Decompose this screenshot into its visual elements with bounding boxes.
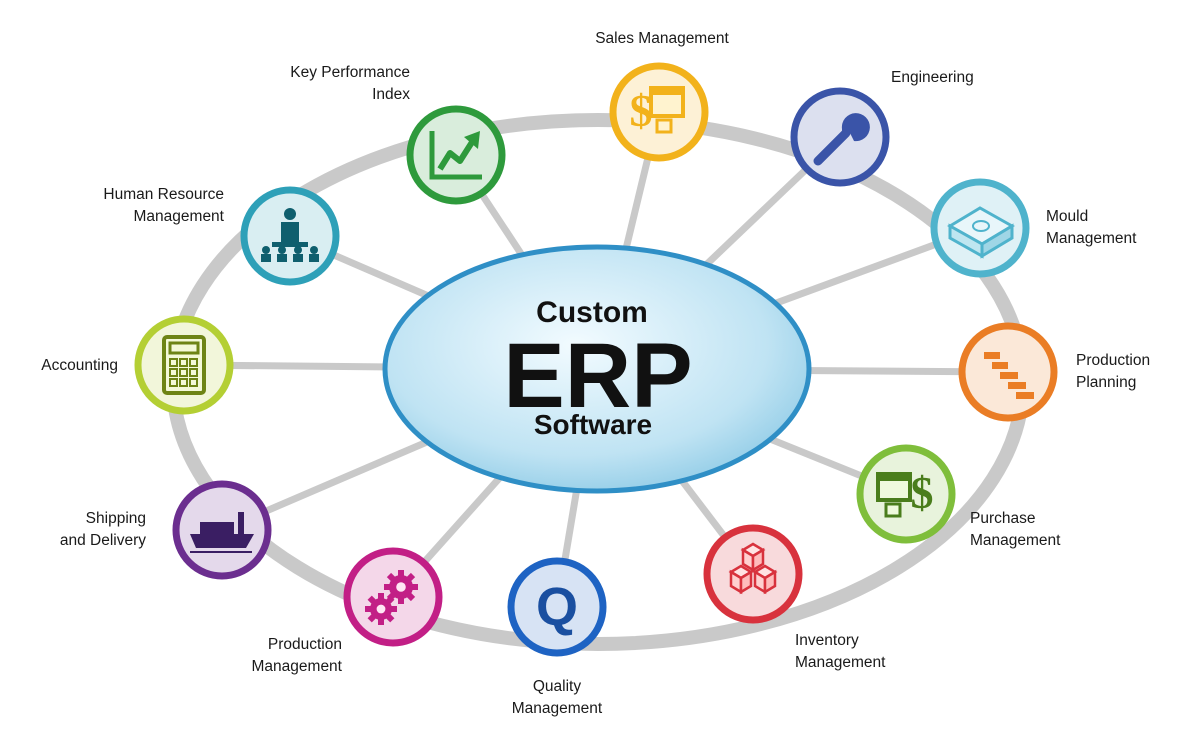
module-label-shipping: Shipping and Delivery (60, 508, 146, 552)
module-label-line: Human Resource (103, 186, 224, 203)
module-label-engineering: Engineering (891, 67, 974, 89)
node-circle (703, 524, 803, 624)
module-node-hr (240, 186, 340, 286)
calculator-icon (162, 335, 206, 395)
svg-text:$: $ (911, 467, 934, 518)
center-hub: Custom ERP Software (382, 244, 812, 494)
center-line-2: ERP (503, 325, 692, 427)
presenter-icon (261, 208, 319, 262)
module-label-line: Mould (1046, 208, 1089, 225)
module-node-production-planning (958, 322, 1058, 422)
module-node-accounting (134, 315, 234, 415)
module-node-purchase: $ (856, 444, 956, 544)
center-line-1: Custom (536, 296, 648, 329)
module-label-line: Index (372, 86, 410, 103)
dollar-screen-icon: $ (630, 85, 685, 136)
module-label-line: Management (133, 208, 224, 225)
module-node-sales: $ (609, 62, 709, 162)
module-label-line: Management (970, 532, 1061, 549)
module-label-line: Quality (532, 678, 582, 695)
module-node-engineering (790, 87, 890, 187)
module-label-line: Management (795, 654, 886, 671)
module-node-quality: Q (507, 557, 607, 657)
module-node-mould (930, 178, 1030, 278)
chart-growth-icon (429, 131, 482, 180)
module-label-line: and Delivery (59, 532, 146, 549)
center-ellipse (382, 244, 812, 494)
module-label-line: Inventory (795, 632, 859, 649)
module-label-line: Management (251, 658, 342, 675)
module-label-line: Management (1046, 230, 1137, 247)
svg-text:$: $ (630, 85, 653, 136)
module-label-line: Planning (1076, 374, 1137, 391)
module-label-line: Purchase (970, 510, 1036, 527)
module-nodes: $ $ Q (134, 62, 1058, 657)
svg-text:Q: Q (536, 577, 578, 637)
module-label-sales: Sales Management (595, 28, 729, 50)
ship-icon (190, 512, 254, 553)
module-label-line: Production (1076, 352, 1151, 369)
mould-box-icon (947, 206, 1015, 259)
module-label-line: Accounting (41, 357, 118, 374)
module-label-line: Engineering (891, 69, 974, 86)
gantt-bars-icon (984, 352, 1034, 399)
module-label-accounting: Accounting (41, 355, 118, 377)
module-label-line: Production (267, 636, 342, 653)
module-label-line: Key Performance (290, 64, 410, 81)
module-label-line: Management (511, 700, 603, 717)
module-node-production (343, 547, 443, 647)
module-label-line: Sales Management (595, 30, 729, 47)
gears-icon (365, 570, 418, 625)
module-node-kpi (406, 105, 506, 205)
module-node-shipping (172, 480, 272, 580)
wrench-icon (813, 113, 870, 166)
module-node-inventory (703, 524, 803, 624)
letter-q-icon: Q (536, 577, 578, 637)
module-label-line: Shipping (85, 510, 146, 527)
stacked-boxes-icon (728, 542, 778, 595)
screen-dollar-icon: $ (876, 467, 934, 518)
center-line-3: Software (534, 409, 652, 440)
node-circle (507, 557, 607, 657)
